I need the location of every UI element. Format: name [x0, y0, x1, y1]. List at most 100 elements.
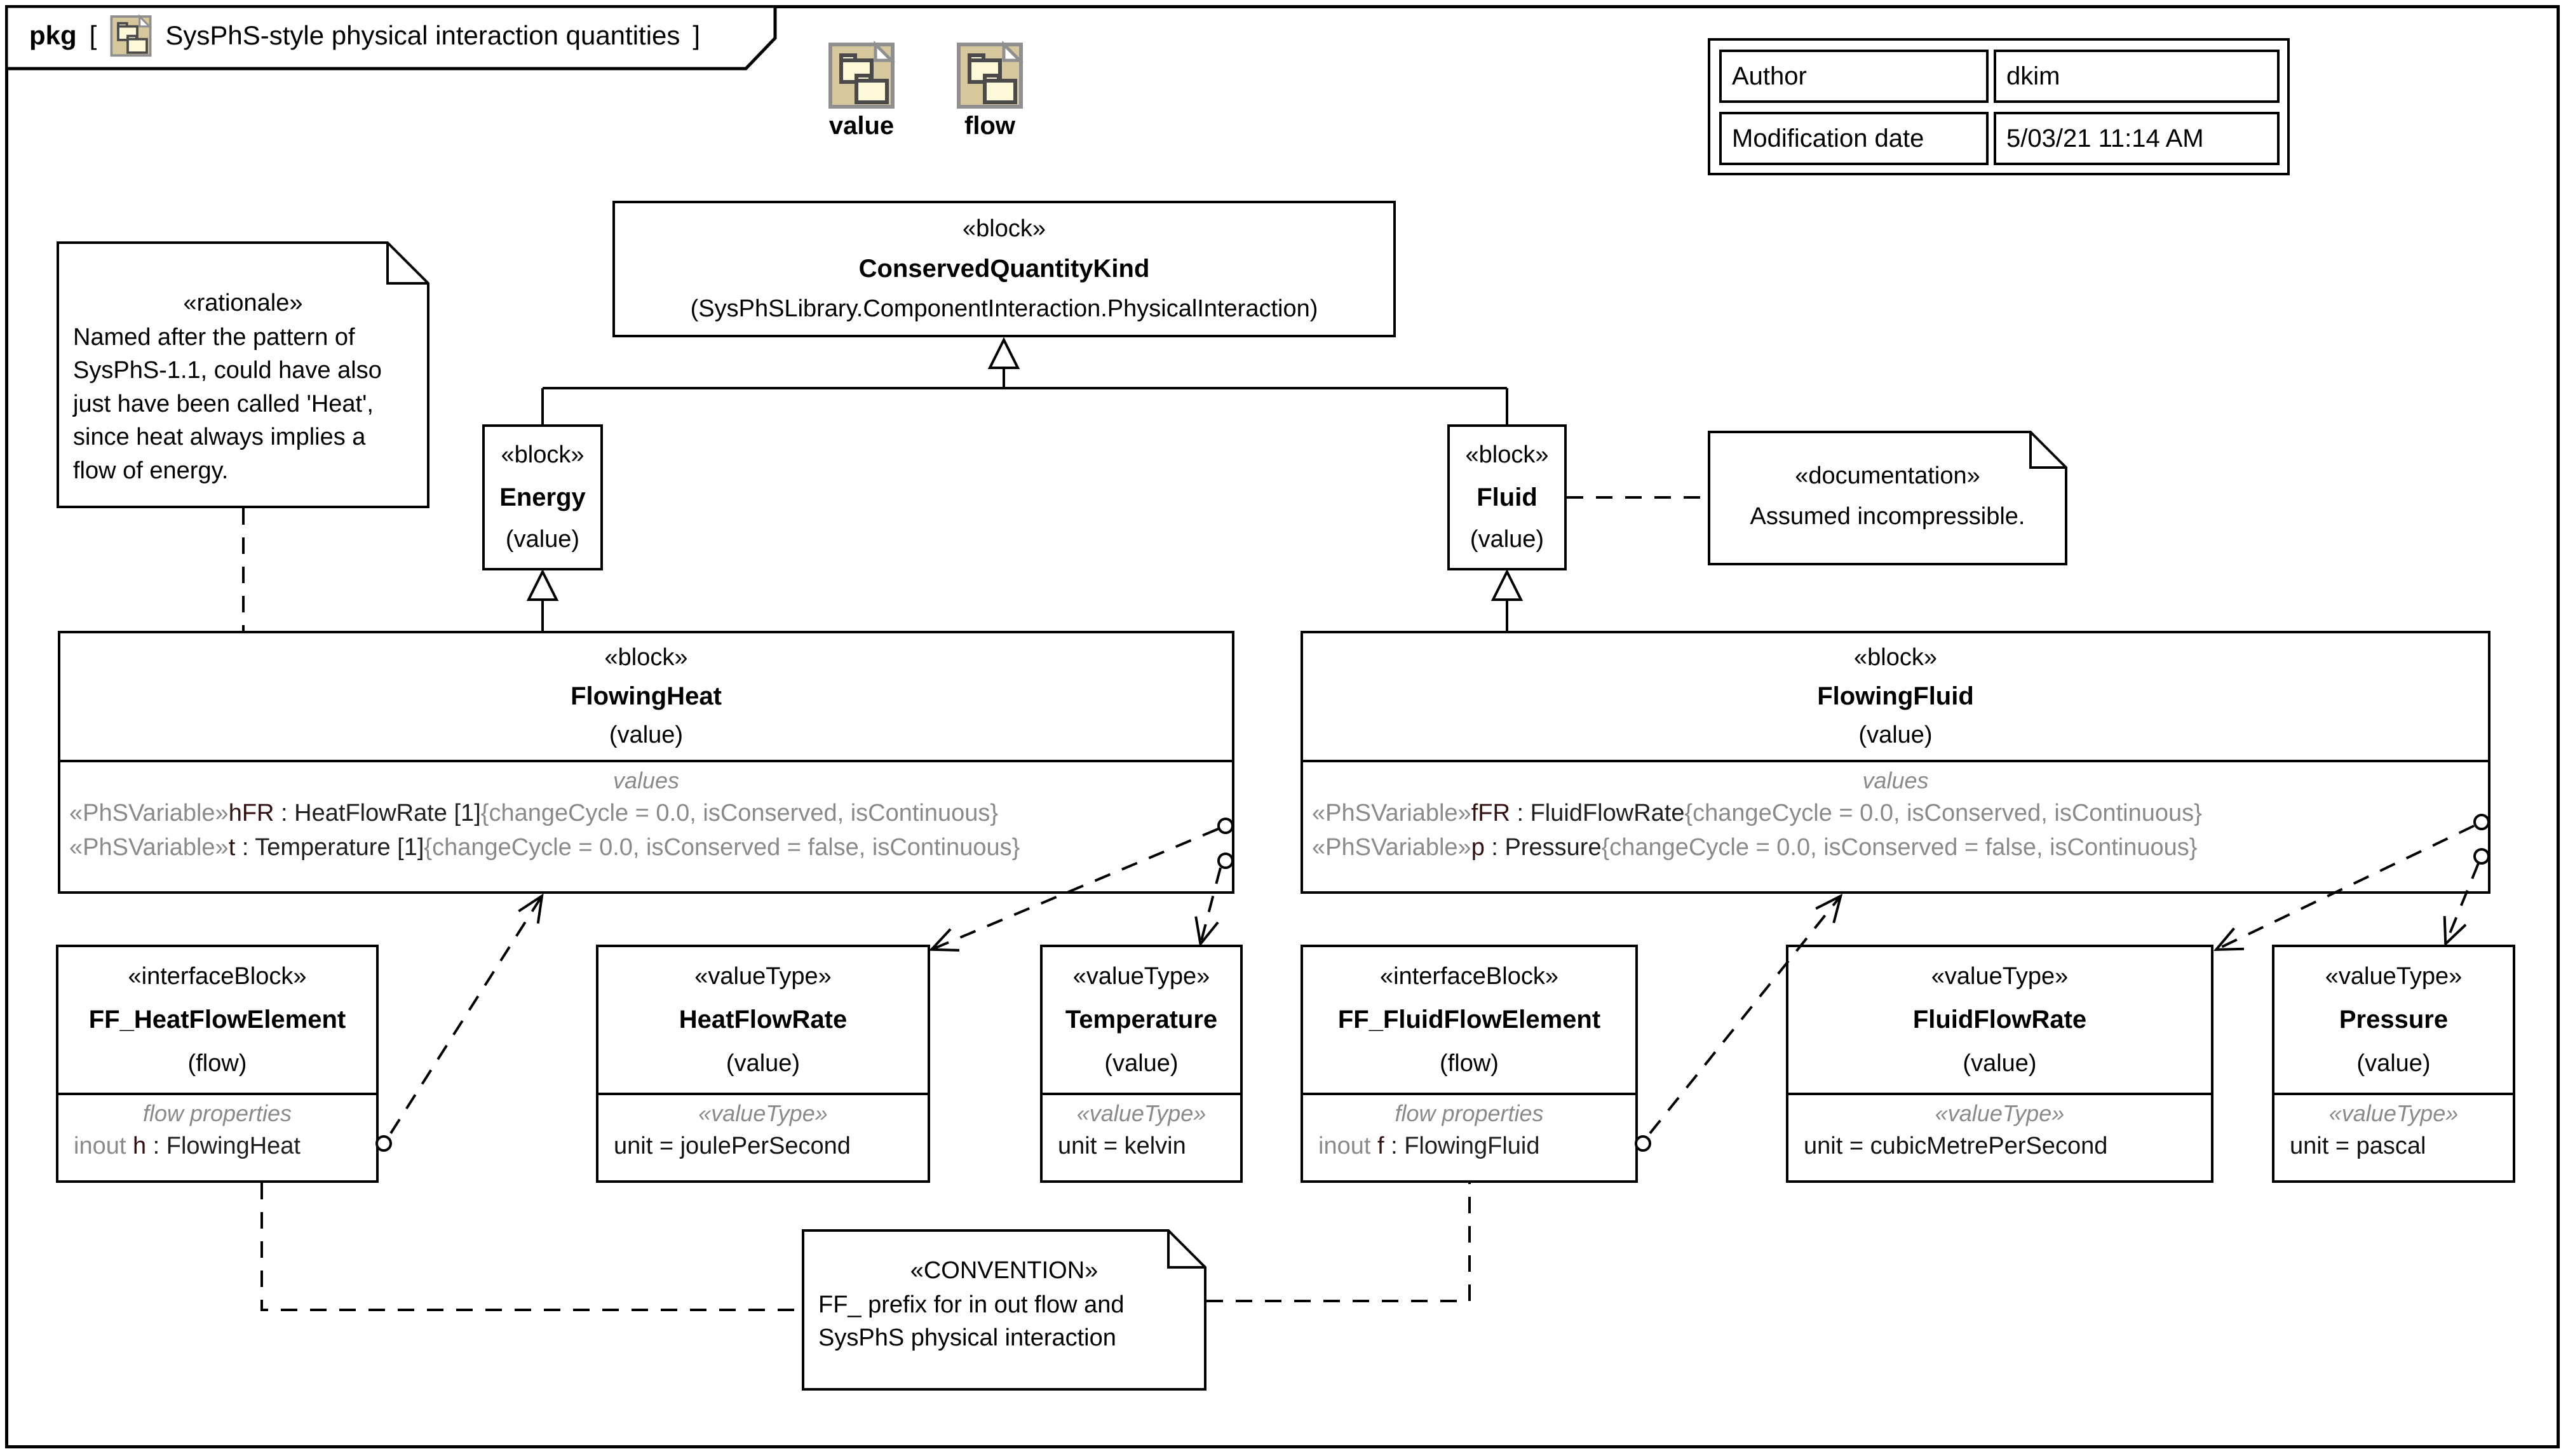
anchor-circle-icon [375, 1135, 392, 1152]
block-name: FF_HeatFlowElement [88, 1006, 346, 1034]
anchor-circle-icon [2473, 848, 2490, 865]
block-kind: (value) [1963, 1049, 2037, 1077]
diagram-title: SysPhS-style physical interaction quanti… [165, 20, 680, 50]
block-energy[interactable]: «block» Energy (value) [482, 424, 603, 570]
property-type: : Temperature [1] [235, 833, 424, 861]
palette-item-value[interactable]: value [792, 39, 931, 140]
stereotype: «PhSVariable» [1312, 833, 1471, 861]
flow-property-row: inout f : FlowingFluid [1303, 1129, 1635, 1164]
unit-compartment: «valueType» unit = cubicMetrePerSecond [1788, 1093, 2211, 1178]
info-author-label-cell: Author [1719, 50, 1989, 103]
block-ff-fluidflowelement[interactable]: «interfaceBlock» FF_FluidFlowElement (fl… [1301, 945, 1638, 1183]
property-name: f [1377, 1133, 1384, 1159]
unit-line: unit = cubicMetrePerSecond [1804, 1133, 2108, 1159]
block-header: «block» ConservedQuantityKind (SysPhSLib… [615, 203, 1393, 335]
compartment-label: flow properties [1395, 1100, 1544, 1126]
generalization-energy-fluid-to-conservedquantitykind[interactable] [541, 337, 1508, 424]
block-header: «valueType» Pressure (value) [2274, 947, 2513, 1093]
values-compartment: values «PhSVariable»fFR : FluidFlowRate{… [1303, 760, 2488, 889]
generalization-triangle-icon [526, 569, 559, 601]
note-documentation[interactable]: «documentation» Assumed incompressible. [1708, 431, 2067, 565]
note-stereotype: «rationale» [183, 290, 303, 316]
note-content: «documentation» Assumed incompressible. [1708, 431, 2067, 565]
dependency-f-to-flowingfluid[interactable] [1635, 897, 1840, 1152]
note-fold-corner [2029, 432, 2066, 469]
block-name: Pressure [2339, 1006, 2449, 1034]
block-kind: (value) [1858, 722, 1933, 748]
anchor-ffheatflowelement-to-convention[interactable] [260, 1183, 802, 1311]
note-stereotype: «documentation» [1795, 462, 1980, 490]
block-temperature[interactable]: «valueType» Temperature (value) «valueTy… [1040, 945, 1243, 1183]
block-header: «block» Fluid (value) [1450, 427, 1564, 568]
info-author-value-cell: dkim [1994, 50, 2280, 103]
block-kind: (value) [1470, 526, 1544, 553]
dependency-t-to-temperature[interactable] [1201, 853, 1234, 943]
unit-line: unit = joulePerSecond [614, 1133, 851, 1159]
dependency-ffr-to-fluidflowrate[interactable] [2217, 814, 2490, 949]
stereotype: «valueType» [1931, 962, 2069, 990]
stereotype: «valueType» [2325, 962, 2463, 990]
generalization-flowingfluid-to-fluid[interactable] [1490, 569, 1524, 631]
block-fluidflowrate[interactable]: «valueType» FluidFlowRate (value) «value… [1786, 945, 2213, 1183]
diagram-info-table[interactable]: Author dkim Modification date 5/03/21 11… [1708, 38, 2290, 175]
block-conservedquantitykind[interactable]: «block» ConservedQuantityKind (SysPhSLib… [612, 201, 1396, 337]
note-fold-corner [386, 243, 428, 285]
property-constraint: {changeCycle = 0.0, isConserved, isConti… [1684, 800, 2202, 826]
property-direction: inout [1318, 1133, 1377, 1159]
block-name: Energy [499, 483, 586, 511]
generalization-triangle-icon [1490, 569, 1524, 601]
block-header: «interfaceBlock» FF_HeatFlowElement (flo… [58, 947, 376, 1093]
generalization-flowingheat-to-energy[interactable] [526, 569, 559, 631]
anchor-circle-icon [2473, 814, 2490, 830]
dependency-p-to-pressure[interactable] [2446, 848, 2490, 943]
property-type: : FluidFlowRate [1510, 800, 1685, 826]
anchor-circle-icon [1217, 818, 1234, 834]
block-header: «interfaceBlock» FF_FluidFlowElement (fl… [1303, 947, 1635, 1093]
anchor-convention-to-fffluidflowelement[interactable] [1206, 1183, 1471, 1302]
stereotype: «valueType» [694, 962, 832, 990]
stereotype: «interfaceBlock» [128, 962, 307, 990]
block-name: Fluid [1477, 483, 1537, 511]
block-flowingfluid[interactable]: «block» FlowingFluid (value) values «PhS… [1301, 631, 2490, 894]
frame-tab[interactable]: pkg [ SysPhS-style physical interaction … [5, 5, 792, 66]
value-property-row: «PhSVariable»p : Pressure{changeCycle = … [1303, 831, 2488, 865]
block-heatflowrate[interactable]: «valueType» HeatFlowRate (value) «valueT… [596, 945, 930, 1183]
compartment-label: «valueType» [2328, 1100, 2459, 1126]
property-direction: inout [74, 1133, 133, 1159]
flow-properties-compartment: flow properties inout h : FlowingHeat [58, 1093, 376, 1178]
compartment-label: flow properties [142, 1100, 292, 1126]
block-ff-heatflowelement[interactable]: «interfaceBlock» FF_HeatFlowElement (flo… [56, 945, 379, 1183]
block-header: «valueType» HeatFlowRate (value) [598, 947, 928, 1093]
compartment-label: «valueType» [1935, 1100, 2065, 1126]
flow-properties-compartment: flow properties inout f : FlowingFluid [1303, 1093, 1635, 1178]
block-pressure[interactable]: «valueType» Pressure (value) «valueType»… [2272, 945, 2515, 1183]
block-fluid[interactable]: «block» Fluid (value) [1447, 424, 1567, 570]
stereotype: «block» [1465, 441, 1549, 468]
dependency-h-to-flowingheat[interactable] [375, 897, 541, 1152]
package-diagram-icon [957, 40, 1024, 109]
block-kind: (value) [1104, 1049, 1179, 1077]
note-shape [1708, 431, 2067, 565]
value-property-row: «PhSVariable»hFR : HeatFlowRate [1]{chan… [60, 797, 1232, 831]
dependency-hfr-to-heatflowrate[interactable] [933, 818, 1234, 949]
property-name: hFR [228, 800, 274, 826]
note-shape [802, 1229, 1206, 1391]
block-flowingheat[interactable]: «block» FlowingHeat (value) values «PhSV… [58, 631, 1234, 894]
palette-label-value: value [828, 112, 895, 140]
property-name: h [132, 1133, 147, 1159]
stereotype: «block» [963, 215, 1046, 242]
note-text: Assumed incompressible. [1750, 503, 2025, 530]
property-type: : FlowingFluid [1384, 1133, 1540, 1159]
frame-tab-polygon [5, 5, 777, 71]
unit-compartment: «valueType» unit = joulePerSecond [598, 1093, 928, 1178]
package-diagram-icon [828, 40, 896, 109]
stereotype: «valueType» [1072, 962, 1210, 990]
note-stereotype: «CONVENTION» [910, 1257, 1098, 1284]
compartment-label: values [612, 767, 680, 793]
note-convention[interactable]: «CONVENTION» FF_ prefix for in out flow … [802, 1229, 1206, 1391]
block-qualifier: (SysPhSLibrary.ComponentInteraction.Phys… [690, 295, 1318, 322]
note-rationale[interactable]: «rationale» Named after the pattern of S… [57, 241, 429, 508]
flow-property-row: inout h : FlowingHeat [58, 1129, 376, 1164]
palette-item-flow[interactable]: flow [920, 39, 1060, 140]
